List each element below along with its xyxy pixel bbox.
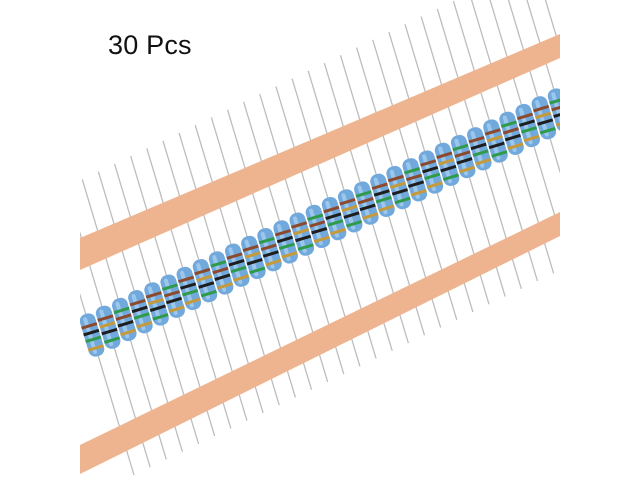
resistor-body: [112, 297, 137, 342]
resistor-bodies: [80, 71, 606, 357]
quantity-label: 30 Pcs: [108, 30, 192, 60]
resistor-body: [241, 235, 266, 280]
resistor-body: [80, 313, 105, 357]
resistor-body: [434, 142, 460, 186]
resistor-body: [192, 259, 218, 303]
resistor-lead: [544, 0, 560, 51]
resistor-body: [144, 282, 169, 326]
resistor-body: [467, 127, 492, 171]
resistor-body: [321, 196, 347, 241]
resistor-body: [515, 103, 540, 148]
resistor-body: [224, 243, 250, 287]
resistor-body: [499, 111, 524, 155]
bottom-tape-strip: [80, 212, 560, 474]
resistor-body: [547, 88, 560, 132]
resistor-body: [531, 96, 557, 140]
resistor-body: [289, 212, 315, 256]
resistor-lead: [526, 0, 560, 113]
resistor-body: [176, 266, 202, 311]
resistor-body: [354, 181, 379, 225]
resistor-body: [128, 290, 153, 334]
resistor-body: [578, 71, 606, 118]
resistor-body: [402, 158, 428, 202]
resistor-body: [370, 173, 395, 217]
resistor-body: [450, 134, 476, 179]
resistor-body: [257, 228, 282, 272]
resistor-body: [386, 165, 411, 210]
resistor-body: [337, 189, 363, 233]
resistor-body: [208, 251, 234, 295]
resistor-body: [418, 150, 444, 194]
resistor-body: [483, 119, 508, 163]
resistor-body: [562, 79, 590, 126]
resistor-body: [305, 204, 331, 249]
resistor-body: [95, 305, 121, 349]
top-tape-strip: [80, 34, 560, 270]
resistor-lead: [550, 0, 634, 234]
resistor-body: [160, 274, 185, 318]
resistor-body: [273, 220, 298, 264]
